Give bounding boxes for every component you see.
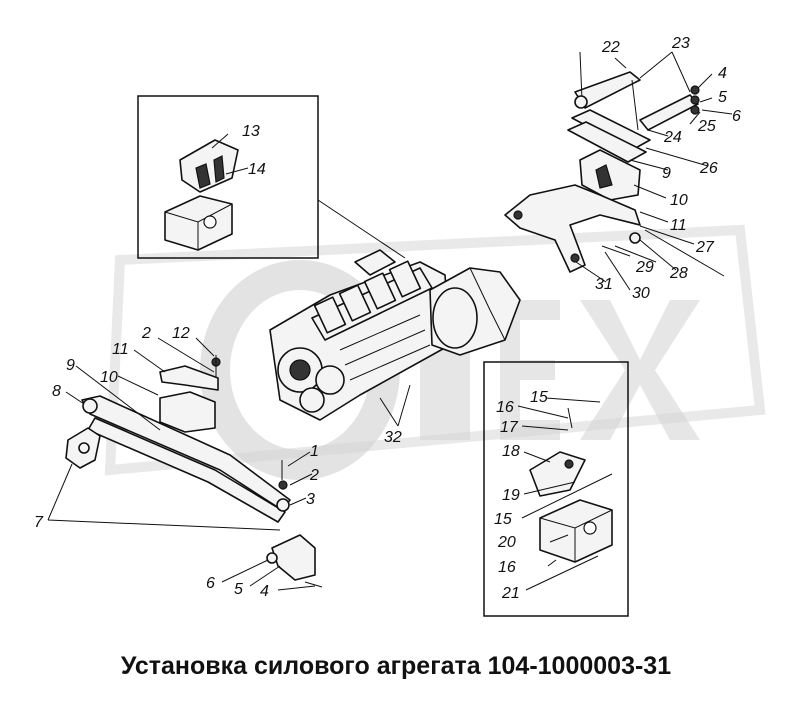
label-23: 23 (671, 35, 690, 52)
label-15b: 15 (494, 511, 512, 528)
label-13: 13 (242, 123, 260, 140)
label-21: 21 (501, 585, 520, 602)
rear-mount-upper-bracket (574, 51, 700, 131)
label-6b: 6 (206, 575, 215, 592)
label-9b: 9 (66, 357, 75, 374)
rear-mount-cushion (579, 149, 641, 201)
label-9: 9 (662, 165, 671, 182)
label-31: 31 (595, 276, 613, 293)
label-27: 27 (695, 239, 715, 256)
label-25: 25 (697, 118, 716, 135)
label-5: 5 (718, 89, 727, 106)
label-2b: 2 (309, 467, 319, 484)
front-bracket-left (65, 427, 101, 469)
label-15a: 15 (530, 389, 548, 406)
label-16b: 16 (498, 559, 516, 576)
engine-block (269, 249, 451, 421)
label-18: 18 (502, 443, 520, 460)
label-16a: 16 (496, 399, 514, 416)
callout-numbers: 22 23 4 5 6 24 25 26 9 10 11 27 28 29 31… (34, 35, 741, 602)
rear-inset-bracket (529, 407, 586, 497)
label-1: 1 (310, 443, 319, 460)
inset-frame-rear-support (483, 361, 629, 617)
leader-inset-engine (317, 199, 406, 259)
front-bracket-right (266, 460, 323, 588)
label-2a: 2 (141, 325, 151, 342)
label-4b: 4 (260, 583, 269, 600)
label-14: 14 (248, 161, 266, 178)
label-6: 6 (732, 108, 741, 125)
label-30: 30 (632, 285, 650, 302)
label-10b: 10 (100, 369, 118, 386)
leader-lines (47, 51, 733, 591)
diagram-caption: Установка силового агрегата 104-1000003-… (120, 652, 672, 680)
label-7: 7 (34, 514, 44, 531)
label-22: 22 (601, 39, 620, 56)
inset-frame-front-support (137, 95, 319, 259)
label-11: 11 (670, 217, 687, 234)
label-28: 28 (669, 265, 688, 282)
rear-mount-plates (567, 109, 651, 163)
label-4: 4 (718, 65, 727, 82)
label-8: 8 (52, 383, 61, 400)
label-19: 19 (502, 487, 520, 504)
label-11b: 11 (112, 341, 129, 358)
label-26: 26 (699, 160, 718, 177)
label-17: 17 (500, 419, 519, 436)
label-29: 29 (635, 259, 654, 276)
label-24: 24 (663, 129, 682, 146)
rear-mount-arch-bracket (504, 184, 641, 273)
front-cushion-left (159, 355, 221, 433)
label-12: 12 (172, 325, 190, 342)
label-32: 32 (384, 429, 402, 446)
gearbox-housing (429, 267, 521, 356)
label-10: 10 (670, 192, 688, 209)
front-cushion-bracket (179, 139, 239, 193)
label-5b: 5 (234, 581, 243, 598)
front-rubber-cushion (164, 195, 233, 251)
label-20: 20 (497, 534, 516, 551)
label-3: 3 (306, 491, 315, 508)
rear-inset-cushion (539, 499, 613, 563)
